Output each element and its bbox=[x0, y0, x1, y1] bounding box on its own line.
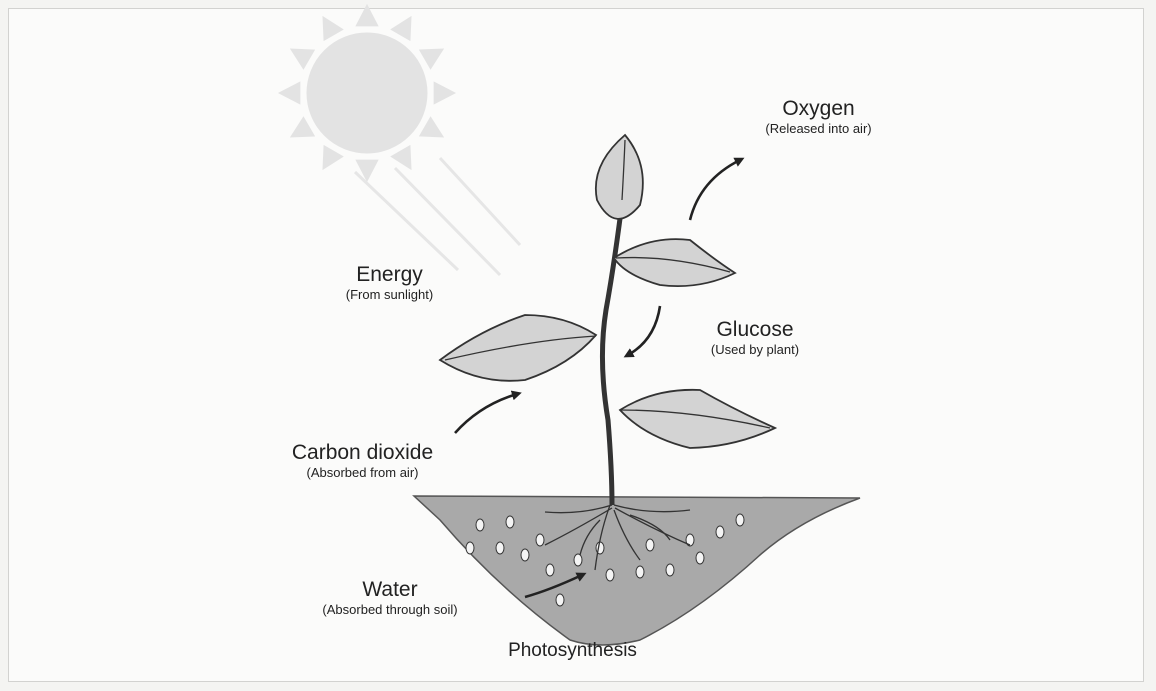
water-droplet bbox=[546, 564, 554, 576]
water-label: Water (Absorbed through soil) bbox=[290, 578, 490, 617]
water-droplet bbox=[646, 539, 654, 551]
sun-ray bbox=[391, 146, 411, 169]
sun-ray bbox=[291, 117, 314, 137]
leaf-top bbox=[596, 135, 643, 219]
plant-stem bbox=[602, 195, 623, 505]
sun-icon bbox=[279, 5, 455, 181]
energy-subtitle: (From sunlight) bbox=[302, 287, 477, 302]
water-droplet bbox=[606, 569, 614, 581]
water-title: Water bbox=[290, 578, 490, 602]
water-droplet bbox=[476, 519, 484, 531]
sun-ray bbox=[323, 17, 343, 40]
glucose-label: Glucose (Used by plant) bbox=[675, 318, 835, 357]
water-droplet bbox=[666, 564, 674, 576]
sun-ray bbox=[434, 82, 455, 104]
leaf-lower-right bbox=[620, 390, 775, 448]
water-droplet bbox=[574, 554, 582, 566]
sunlight-rays bbox=[355, 158, 520, 275]
oxygen-subtitle: (Released into air) bbox=[726, 121, 911, 136]
oxygen-title: Oxygen bbox=[726, 97, 911, 121]
water-droplet bbox=[736, 514, 744, 526]
water-droplet bbox=[716, 526, 724, 538]
energy-title: Energy bbox=[302, 263, 477, 287]
sun-ray bbox=[279, 82, 300, 104]
diagram-caption: Photosynthesis bbox=[470, 640, 675, 662]
water-droplet bbox=[556, 594, 564, 606]
glucose-arrow bbox=[628, 306, 660, 355]
oxygen-label: Oxygen (Released into air) bbox=[726, 97, 911, 136]
water-subtitle: (Absorbed through soil) bbox=[290, 602, 490, 617]
carbon-dioxide-arrow bbox=[455, 394, 517, 433]
glucose-subtitle: (Used by plant) bbox=[675, 342, 835, 357]
leaf-left bbox=[440, 315, 596, 381]
leaf-upper-right bbox=[614, 239, 735, 286]
water-droplet bbox=[521, 549, 529, 561]
carbon-dioxide-subtitle: (Absorbed from air) bbox=[250, 465, 475, 480]
water-droplet bbox=[466, 542, 474, 554]
carbon-dioxide-label: Carbon dioxide (Absorbed from air) bbox=[250, 441, 475, 480]
sun-ray bbox=[420, 117, 443, 137]
water-droplet bbox=[506, 516, 514, 528]
water-droplet bbox=[636, 566, 644, 578]
oxygen-arrow bbox=[690, 160, 740, 220]
energy-label: Energy (From sunlight) bbox=[302, 263, 477, 302]
water-droplet bbox=[536, 534, 544, 546]
sun-ray bbox=[356, 5, 378, 26]
carbon-dioxide-title: Carbon dioxide bbox=[250, 441, 475, 465]
water-droplet bbox=[496, 542, 504, 554]
glucose-title: Glucose bbox=[675, 318, 835, 342]
sun-ray bbox=[323, 146, 343, 169]
sun-ray bbox=[391, 17, 411, 40]
sun-ray bbox=[420, 49, 443, 69]
sun-ray bbox=[291, 49, 314, 69]
water-droplet bbox=[696, 552, 704, 564]
